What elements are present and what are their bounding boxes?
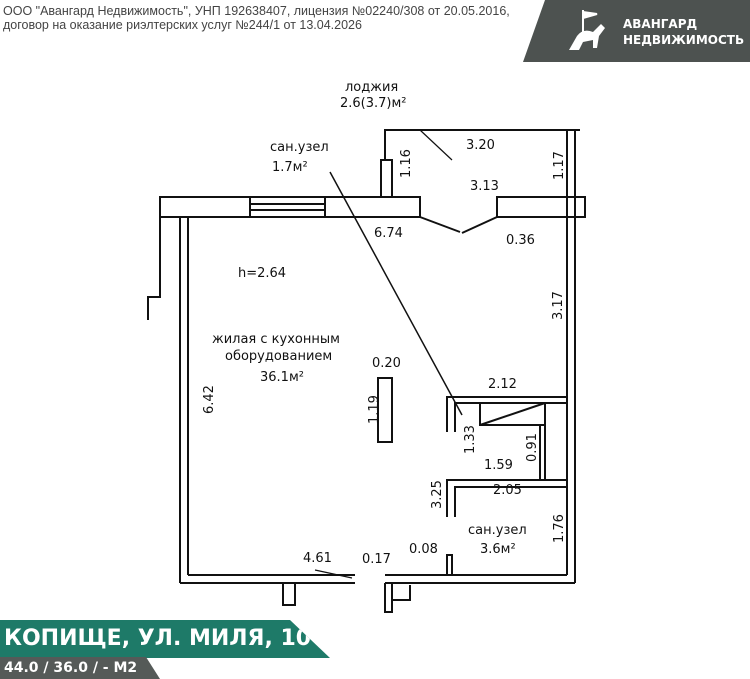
dim-label: 1.16 (399, 149, 414, 178)
logo-line-1: АВАНГАРД (623, 17, 698, 31)
dim-label: 3.13 (470, 179, 499, 194)
dim-label: 6.42 (202, 385, 217, 414)
dim-label: 2.12 (488, 377, 517, 392)
wc1-label: сан.узел (270, 140, 329, 155)
listing-address: КОПИЩЕ, УЛ. МИЛЯ, 10 (0, 620, 330, 658)
knight-horse-icon (569, 10, 605, 50)
agency-line-1: ООО "Авангард Недвижимость", УНП 1926384… (3, 4, 510, 18)
living-label-1: жилая с кухонным (212, 332, 340, 347)
dim-label: 0.36 (506, 233, 535, 248)
living-label-2: оборудованием (225, 349, 332, 364)
dim-label: 2.05 (493, 483, 522, 498)
dim-label: 0.08 (409, 542, 438, 557)
dim-label: 6.74 (374, 226, 403, 241)
living-area: 36.1м² (260, 370, 304, 385)
loggia-label: лоджия (345, 80, 398, 95)
window (249, 196, 326, 218)
agency-license-info: ООО "Авангард Недвижимость", УНП 1926384… (3, 4, 510, 32)
dim-label: 1.17 (552, 151, 567, 180)
dim-label: 1.19 (367, 395, 382, 424)
logo-line-2: НЕДВИЖИМОСТЬ (623, 33, 745, 47)
dim-label: 1.33 (463, 425, 478, 454)
dim-label: 3.17 (551, 291, 566, 320)
loggia-area: 2.6(3.7)м² (340, 96, 407, 111)
dim-label: 1.59 (484, 458, 513, 473)
dim-label: 0.91 (525, 433, 540, 462)
dim-label: 1.76 (552, 514, 567, 543)
ceiling-height: h=2.64 (238, 266, 286, 281)
dim-label: 0.17 (362, 552, 391, 567)
agency-line-2: договор на оказание риэлтерских услуг №2… (3, 18, 362, 32)
wc2-label: сан.узел (468, 523, 527, 538)
dim-label: 3.25 (430, 480, 445, 509)
wc1-area: 1.7м² (272, 160, 308, 175)
dim-label: 3.20 (466, 138, 495, 153)
walls (147, 129, 586, 613)
dim-label: 4.61 (303, 551, 332, 566)
dim-label: 0.20 (372, 356, 401, 371)
agency-logo: АВАНГАРД НЕДВИЖИМОСТЬ (523, 0, 750, 62)
wc2-area: 3.6м² (480, 542, 516, 557)
listing-areas: 44.0 / 36.0 / - М2 (0, 657, 160, 679)
